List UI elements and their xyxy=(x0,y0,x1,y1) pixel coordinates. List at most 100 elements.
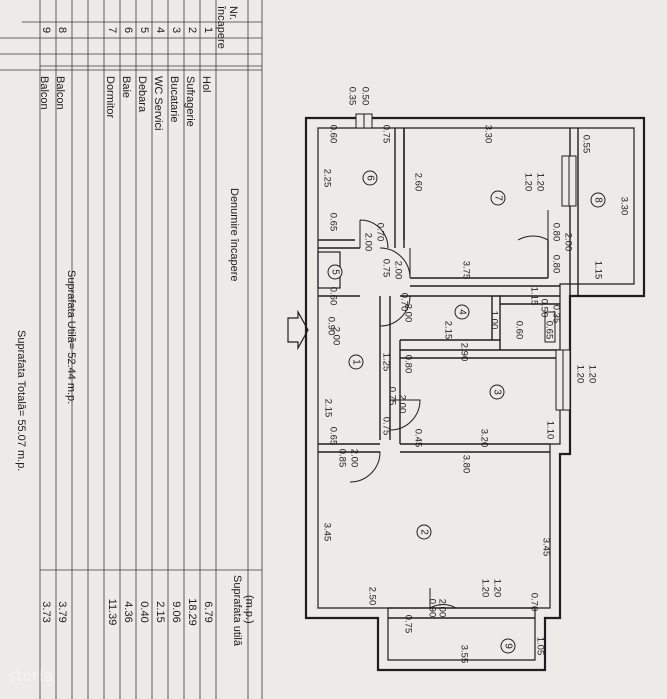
row-area: 3.73 xyxy=(40,601,52,622)
row-number: 8 xyxy=(56,27,68,33)
dimension-label: 1.20 xyxy=(522,173,533,192)
dimension-label-group: 0.50 xyxy=(359,87,370,106)
dimension-label: 0.55 xyxy=(580,135,591,154)
row-area-group: 2.15 xyxy=(154,601,166,622)
dimension-label-group: 0.65 xyxy=(327,427,338,446)
row-name: Hol xyxy=(200,76,212,93)
dimension-label-group: 1.15 xyxy=(592,261,603,280)
row-name: Bucatarie xyxy=(168,76,180,122)
dimension-label-group: 0.75 xyxy=(380,259,391,278)
dimension-label: 3.45 xyxy=(321,523,332,542)
dimension-label: 2.00 xyxy=(402,304,413,323)
dimension-label-group: 2.50 xyxy=(366,587,377,606)
dimension-label-group: 2.00 xyxy=(348,449,359,468)
dimension-label-group: 3.30 xyxy=(618,197,629,216)
dimension-label-group: 0.80 xyxy=(550,223,561,242)
row-area: 2.15 xyxy=(154,601,166,622)
row-name: Debara xyxy=(136,76,148,113)
room-number: 3 xyxy=(491,389,502,395)
row-number: 6 xyxy=(122,27,134,33)
room-number: 9 xyxy=(502,643,513,649)
dimension-label: 0.60 xyxy=(327,287,338,306)
room-circle xyxy=(327,264,343,280)
dimension-label: 3.75 xyxy=(460,261,471,280)
dimension-label-group: 0.70 xyxy=(374,223,385,242)
dimension-label: 0.50 xyxy=(538,299,549,318)
row-name-group: Baie xyxy=(120,76,132,98)
room-number-group: 8 xyxy=(592,197,603,203)
row-area: 3.79 xyxy=(56,601,68,622)
dimension-label-group: 0.70 xyxy=(528,593,539,612)
row-area: 0.40 xyxy=(138,601,150,622)
dimension-label-group: 0.70 xyxy=(398,293,409,312)
room-table xyxy=(0,0,263,699)
dimension-label: 1.20 xyxy=(479,579,490,598)
row-area: 11.39 xyxy=(106,599,118,626)
dimension-label: 0.90 xyxy=(426,599,437,618)
dimension-label: 0.50 xyxy=(359,87,370,106)
table-header: Nr. încapere xyxy=(215,5,239,49)
dimension-label: 0.75 xyxy=(380,417,391,436)
row-number: 5 xyxy=(138,27,150,33)
dimension-label: 3.30 xyxy=(482,125,493,144)
dimension-label-group: 0.75 xyxy=(380,417,391,436)
room-circle xyxy=(362,170,378,186)
header-nr: Nr. xyxy=(227,6,239,20)
walls xyxy=(304,116,646,672)
dimension-label-group: 3.75 xyxy=(460,261,471,280)
row-name-group: Balcon xyxy=(38,76,50,110)
dimension-label: 2.50 xyxy=(366,587,377,606)
dimension-label-group: 1.25 xyxy=(380,353,391,372)
dimension-label-group: 1.20 xyxy=(534,173,545,192)
dimension-label: 0.65 xyxy=(543,321,554,340)
dimension-label: 2.90 xyxy=(458,343,469,362)
header-nr-sub: încapere xyxy=(215,5,227,49)
dimension-label: 2.00 xyxy=(330,327,341,346)
row-area-group: 6.79 xyxy=(202,601,214,622)
dimension-label-group: 0.50 xyxy=(538,299,549,318)
room-number: 1 xyxy=(350,359,361,365)
dimension-label-group: 1.20 xyxy=(491,579,502,598)
dimension-label: 1.10 xyxy=(544,421,555,440)
dimension-label: 1.00 xyxy=(488,311,499,330)
room-circle xyxy=(590,192,606,208)
dimension-label: 2.00 xyxy=(436,599,447,618)
room-number-group: 7 xyxy=(492,195,503,201)
dimension-label: 0.85 xyxy=(336,449,347,468)
dimension-label: 2.00 xyxy=(562,233,573,252)
dimension-label-group: 0.55 xyxy=(580,135,591,154)
dimension-label: 2.25 xyxy=(321,169,332,188)
room-circle xyxy=(348,354,364,370)
dimension-label: 3.45 xyxy=(540,538,551,557)
room-number: 5 xyxy=(329,269,340,275)
dimension-label-group: 0.90 xyxy=(426,599,437,618)
room-circle xyxy=(500,638,516,654)
doors xyxy=(287,210,549,609)
row-number-group: 5 xyxy=(138,27,150,33)
room-number-group: 4 xyxy=(456,309,467,315)
dimension-label-group: 2.25 xyxy=(321,169,332,188)
row-number-group: 8 xyxy=(56,27,68,33)
dimension-label: 2.15 xyxy=(322,399,333,418)
row-number-group: 2 xyxy=(186,27,198,33)
dimension-label-group: 2.00 xyxy=(402,304,413,323)
dimension-label: 0.70 xyxy=(528,593,539,612)
room-number: 8 xyxy=(592,197,603,203)
dimension-label-group: 0.60 xyxy=(513,321,524,340)
room-number: 4 xyxy=(456,309,467,315)
room-number-group: 5 xyxy=(329,269,340,275)
dimension-label-group: 0.75 xyxy=(386,387,397,406)
total-area: Suprafata Totală= 55.07 m.p. xyxy=(15,330,27,471)
row-area-group: 3.73 xyxy=(40,601,52,622)
dimension-label: 1.05 xyxy=(534,637,545,656)
dimension-label-group: 1.05 xyxy=(534,637,545,656)
row-area: 4.36 xyxy=(122,601,134,622)
dimension-label-group: 2.00 xyxy=(562,233,573,252)
windows xyxy=(355,113,577,411)
room-circle xyxy=(454,304,470,320)
dimension-label: 0.80 xyxy=(550,223,561,242)
dimension-label: 1.20 xyxy=(491,579,502,598)
